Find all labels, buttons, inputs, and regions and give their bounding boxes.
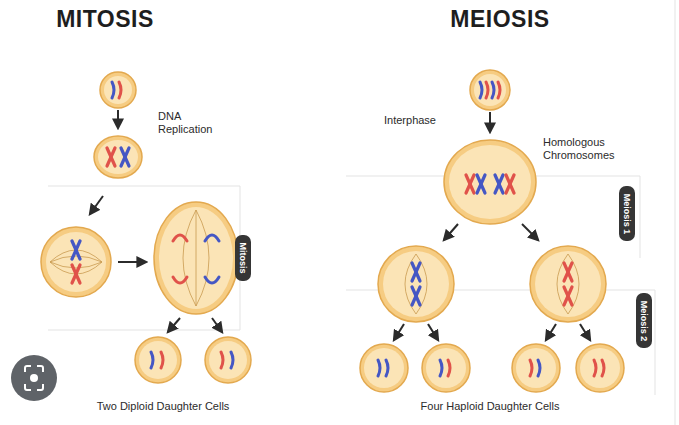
step-label: Homologous Chromosomes xyxy=(543,136,643,162)
section-heading: MEIOSIS xyxy=(420,6,580,32)
lens-icon xyxy=(11,355,57,401)
phase-tag: Mitosis xyxy=(235,235,251,281)
mitosis-cells xyxy=(41,72,251,383)
phase-tag-text: Mitosis xyxy=(238,242,248,273)
frame-lines xyxy=(48,0,675,425)
arrows xyxy=(90,110,590,340)
section-heading: MITOSIS xyxy=(30,6,180,32)
phase-tag: Meiosis 1 xyxy=(619,186,635,241)
meiosis-cells xyxy=(360,70,624,392)
phase-tag-text: Meiosis 2 xyxy=(639,300,649,341)
result-caption: Four Haploid Daughter Cells xyxy=(370,400,610,413)
step-label: Interphase xyxy=(384,114,464,127)
result-caption: Two Diploid Daughter Cells xyxy=(58,400,268,413)
phase-tag: Meiosis 2 xyxy=(636,293,652,348)
step-label: DNA Replication xyxy=(158,110,230,136)
phase-tag-text: Meiosis 1 xyxy=(622,193,632,234)
